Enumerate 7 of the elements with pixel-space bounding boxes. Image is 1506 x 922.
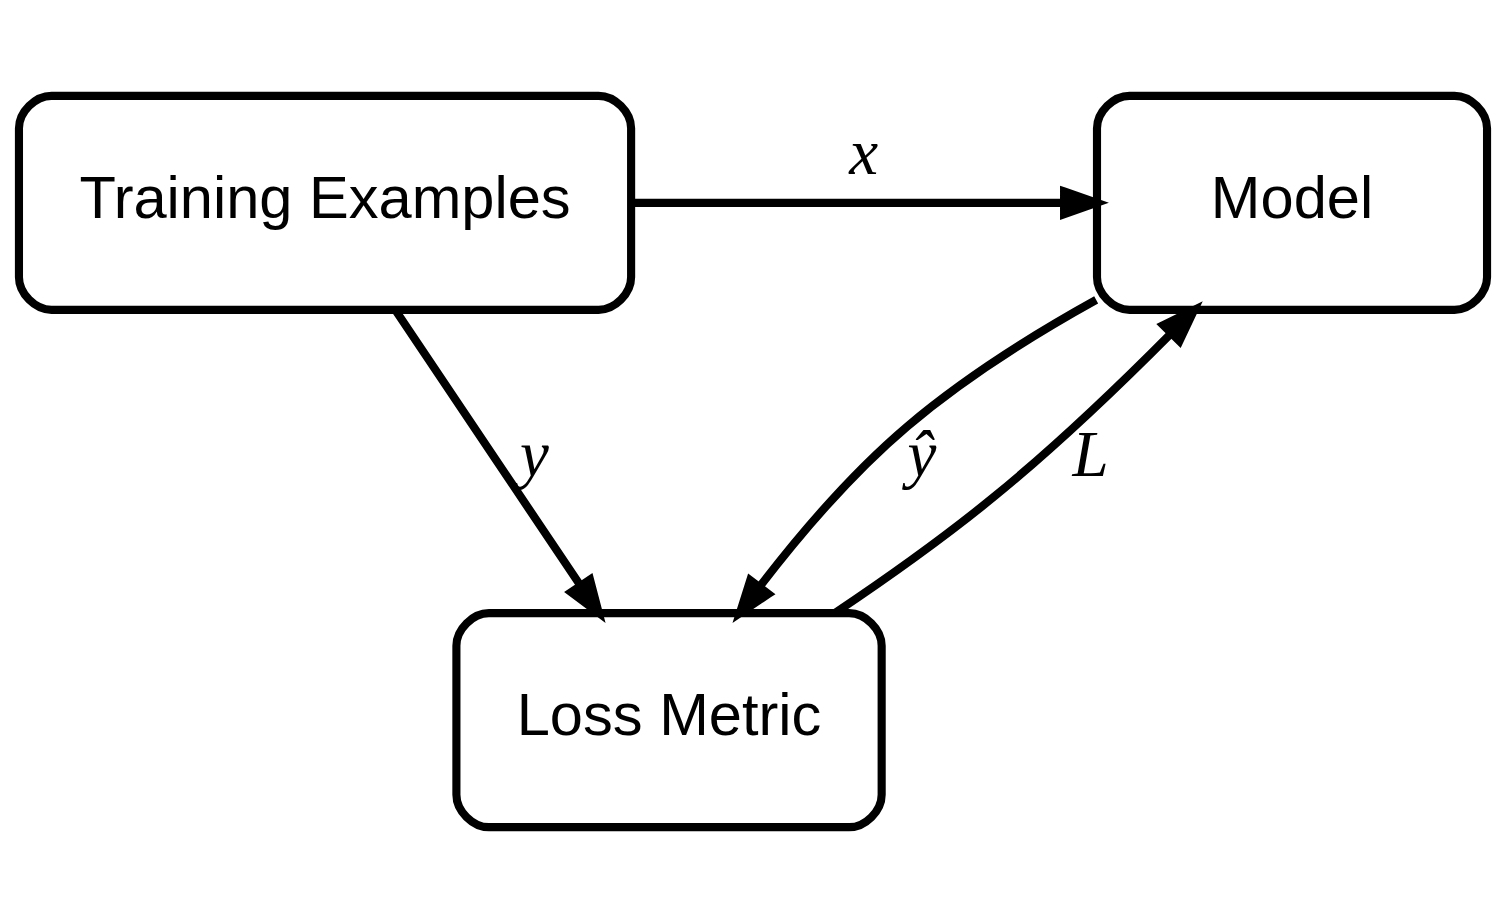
node-box: Loss Metric <box>452 608 886 831</box>
arrow <box>732 295 1099 623</box>
arrow <box>632 185 1109 220</box>
node-box: Model <box>1092 91 1492 314</box>
node-box: Training Examples <box>14 91 636 314</box>
edge-label: x <box>849 115 879 188</box>
edge-label: L <box>1072 417 1109 490</box>
